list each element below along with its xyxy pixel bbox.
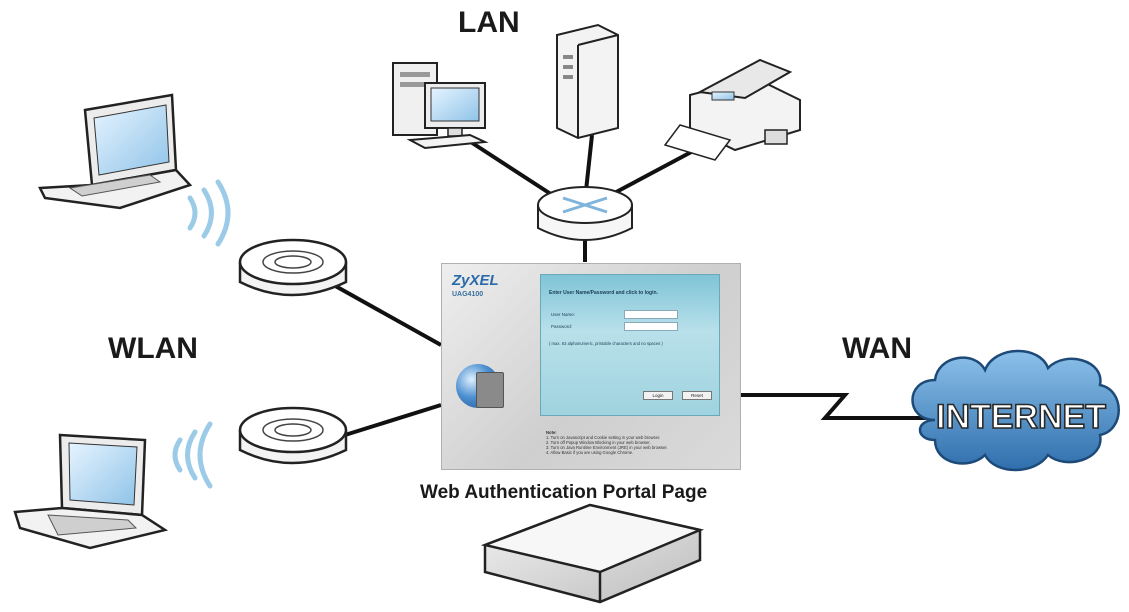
switch-icon — [537, 186, 633, 241]
vault-door-icon — [476, 372, 504, 408]
internet-label: INTERNET — [936, 398, 1106, 436]
password-hint: ( max. 63 alphanumeric, printable charac… — [549, 341, 663, 346]
note-item: 3. Turn on Java Runtime Environment (JRE… — [546, 445, 668, 450]
notes-section: Note: 1. Turn on Javascript and Cookie s… — [546, 430, 726, 455]
printer-icon — [663, 58, 801, 161]
wlan-label: WLAN — [108, 332, 198, 365]
line-switch-printer — [604, 148, 696, 200]
username-field[interactable] — [624, 310, 678, 319]
portal-brand: ZyXEL — [452, 272, 499, 289]
username-label: User Name: — [551, 312, 576, 317]
login-button[interactable]: Login — [643, 391, 673, 400]
wifi-signal-icon — [187, 179, 231, 247]
password-label: Password: — [551, 324, 573, 329]
line-ap1-portal — [329, 281, 442, 347]
web-auth-portal-screenshot: ZyXEL UAG4100 Enter User Name/Password a… — [441, 263, 741, 470]
login-prompt: Enter User Name/Password and click to lo… — [549, 290, 658, 296]
login-panel: Enter User Name/Password and click to lo… — [540, 274, 720, 416]
note-item: 1. Turn on Javascript and Cookie setting… — [546, 435, 661, 440]
connection-lines — [329, 133, 930, 437]
internet-cloud-icon: INTERNET — [911, 349, 1120, 472]
notes-title: Note: — [546, 430, 557, 435]
desktop-computer-icon — [392, 62, 489, 150]
reset-button[interactable]: Reset — [682, 391, 712, 400]
wifi-signal-icon — [172, 421, 213, 489]
wan-label: WAN — [842, 332, 912, 365]
access-point-icon — [238, 238, 348, 297]
note-item: 4. Allow Basic if you are using Google C… — [546, 450, 634, 455]
server-tower-icon — [556, 23, 619, 140]
line-switch-desktop — [458, 133, 562, 202]
portal-caption: Web Authentication Portal Page — [420, 482, 708, 503]
portal-model: UAG4100 — [452, 291, 484, 298]
note-item: 2. Turn off Popup Window Blocking in you… — [546, 440, 651, 445]
lan-label: LAN — [458, 6, 520, 39]
gateway-device-icon — [480, 503, 705, 604]
line-portal-wan — [739, 393, 930, 420]
laptop-icon — [13, 433, 169, 550]
line-ap2-portal — [344, 403, 442, 437]
password-field[interactable] — [624, 322, 678, 331]
access-point-icon — [238, 406, 348, 465]
laptop-icon — [38, 93, 193, 210]
